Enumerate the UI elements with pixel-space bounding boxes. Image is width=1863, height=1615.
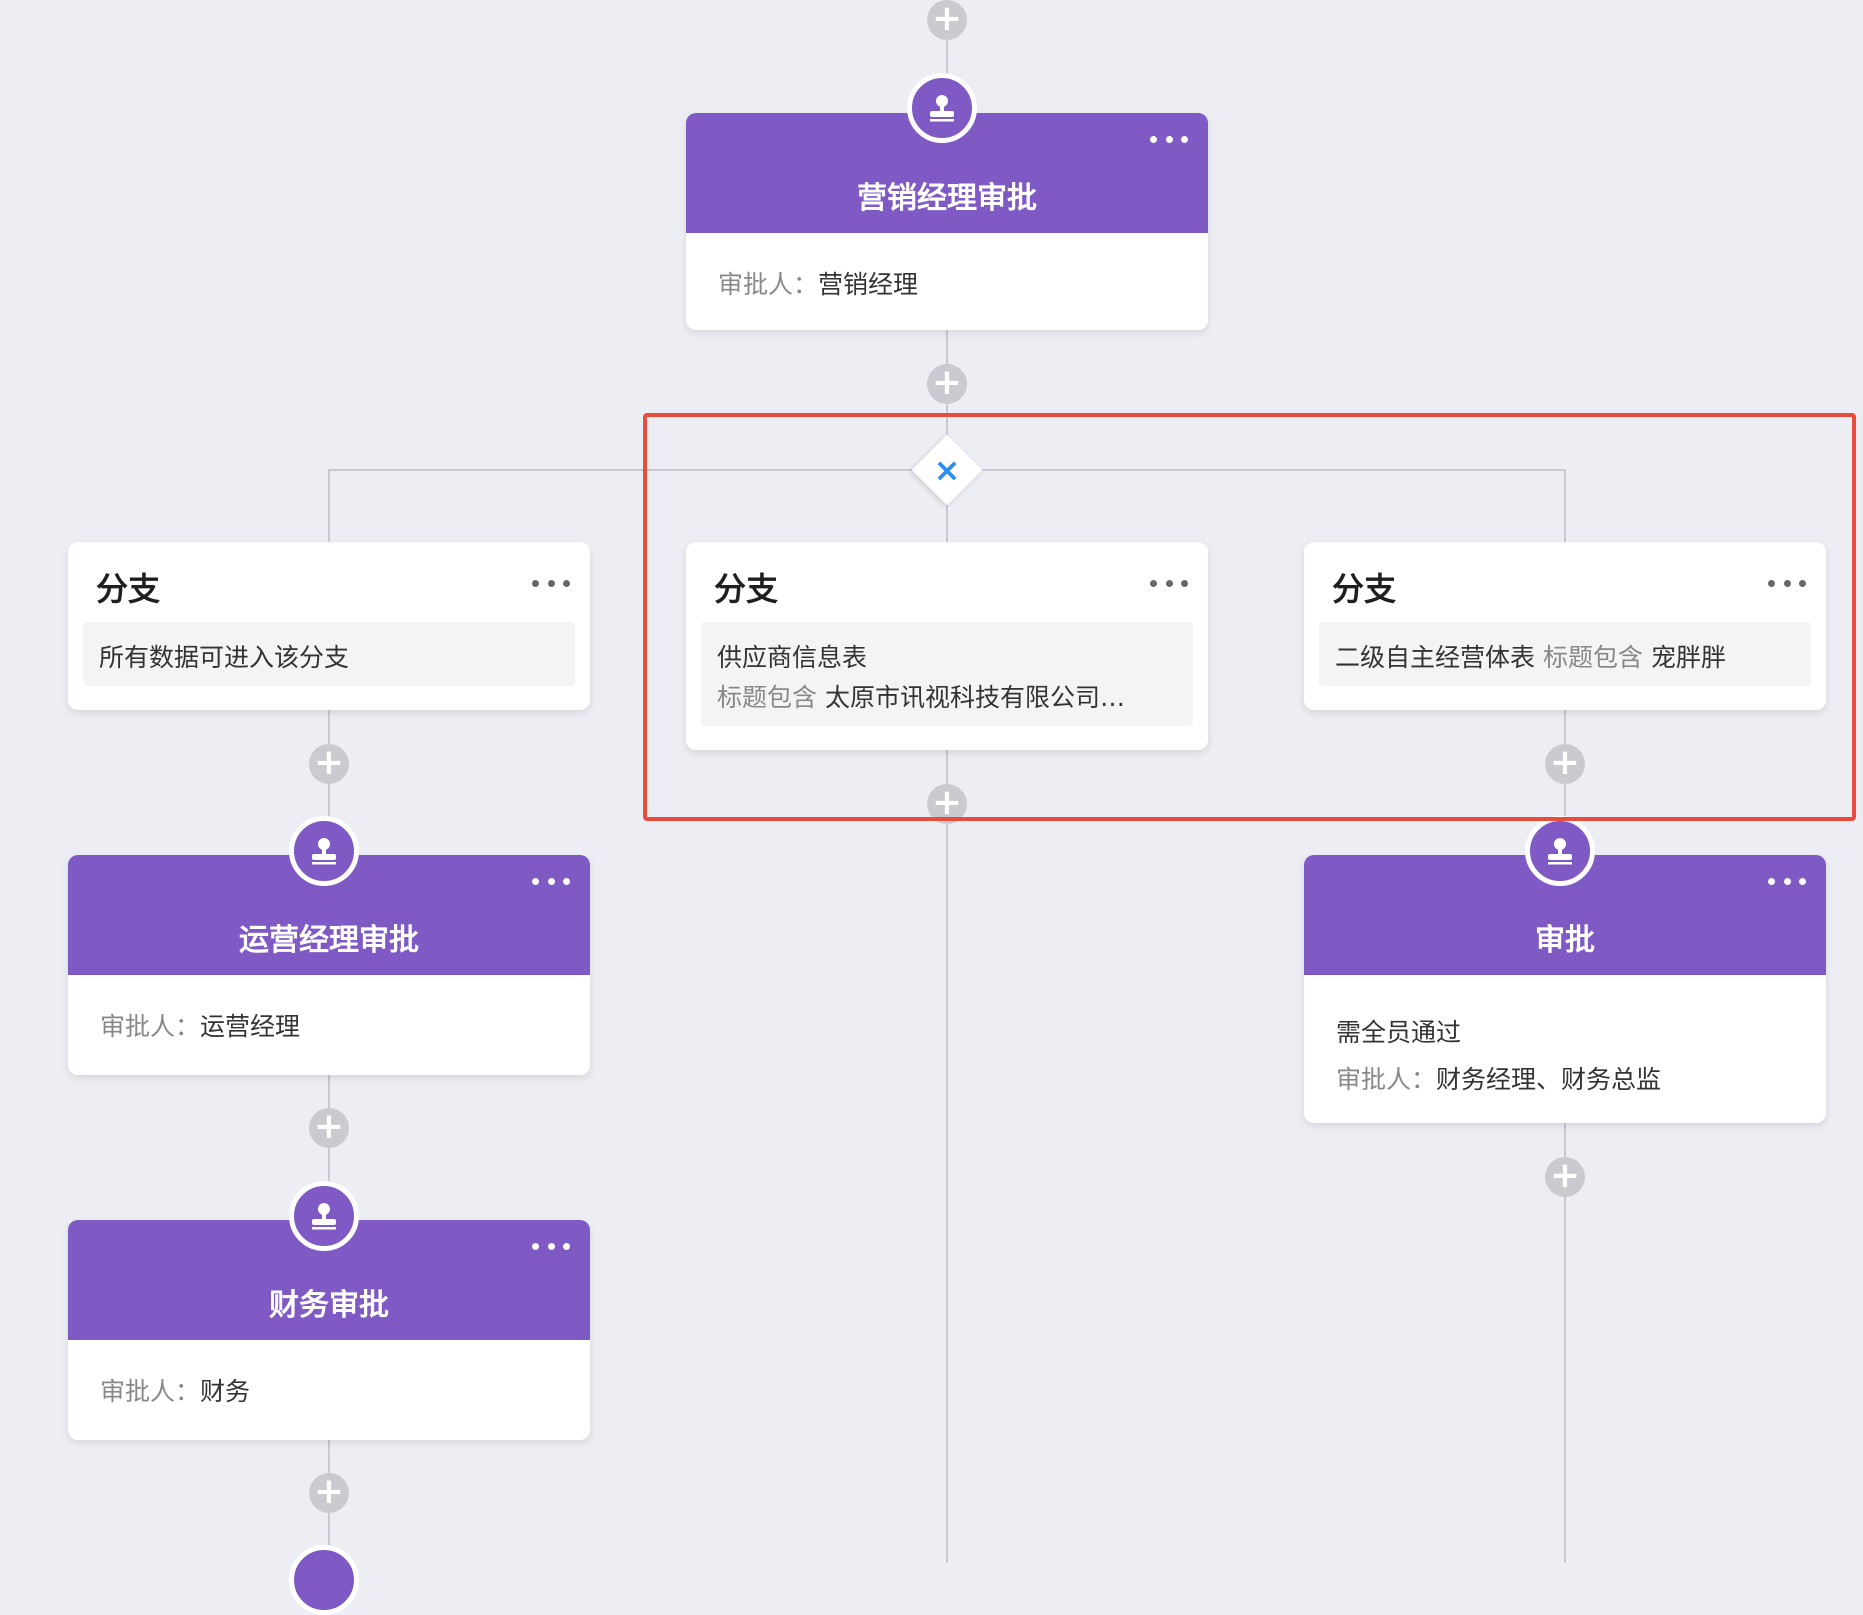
approver-label: 审批人： xyxy=(100,1377,201,1406)
add-node-button[interactable]: + xyxy=(927,364,967,404)
approval-node-marketing[interactable]: 营销经理审批 审批人：营销经理 xyxy=(686,113,1208,330)
more-options-icon[interactable] xyxy=(532,871,570,891)
condition-label: 标题包含 xyxy=(717,683,818,712)
condition-value: 太原市讯视科技有限公司… xyxy=(824,683,1125,712)
add-node-button[interactable]: + xyxy=(309,1108,349,1148)
approver-label: 审批人： xyxy=(1336,1065,1437,1094)
approver-label: 审批人： xyxy=(100,1012,201,1041)
condition-text: 所有数据可进入该分支 xyxy=(99,643,350,672)
approver-row: 审批人：运营经理 xyxy=(100,1007,300,1043)
condition-value: 宠胖胖 xyxy=(1650,643,1726,672)
node-title: 运营经理审批 xyxy=(239,923,419,958)
add-node-button[interactable]: + xyxy=(309,744,349,784)
branch-card-1[interactable]: 分支 所有数据可进入该分支 xyxy=(68,542,590,710)
condition-box: 二级自主经营体表 标题包含 宠胖胖 xyxy=(1319,622,1811,686)
more-options-icon[interactable] xyxy=(1768,871,1806,891)
more-options-icon[interactable] xyxy=(1150,129,1188,149)
condition-rule: 标题包含 太原市讯视科技有限公司… xyxy=(717,678,1125,714)
approver-value: 运营经理 xyxy=(200,1012,301,1041)
more-options-icon[interactable] xyxy=(1150,573,1188,593)
node-title: 财务审批 xyxy=(269,1288,389,1323)
condition-form: 二级自主经营体表 xyxy=(1335,643,1536,672)
approver-value: 营销经理 xyxy=(818,270,919,299)
workflow-canvas: + + + + + + + + 营销经理审批 审批人：营销经理 × 分支 所有数… xyxy=(68,0,1856,1615)
more-options-icon[interactable] xyxy=(532,1236,570,1256)
approver-label: 审批人： xyxy=(718,270,819,299)
add-node-button[interactable]: + xyxy=(309,1473,349,1513)
condition-rule: 二级自主经营体表 标题包含 宠胖胖 xyxy=(1335,638,1726,674)
approver-value: 财务 xyxy=(200,1377,251,1406)
connector-line xyxy=(946,750,948,1563)
connector-line xyxy=(328,469,330,542)
approval-rule: 需全员通过 xyxy=(1336,1018,1462,1047)
connector-line xyxy=(946,0,948,113)
node-title: 审批 xyxy=(1535,923,1595,958)
stamp-icon xyxy=(289,816,359,886)
connector-line xyxy=(1564,469,1566,542)
approver-row: 审批人：财务 xyxy=(100,1372,250,1408)
add-node-button[interactable]: + xyxy=(1545,744,1585,784)
approval-node-right[interactable]: 审批 需全员通过 审批人：财务经理、财务总监 xyxy=(1304,855,1826,1123)
approval-node-finance[interactable]: 财务审批 审批人：财务 xyxy=(68,1220,590,1440)
selection-highlight xyxy=(643,413,1856,821)
condition-box: 供应商信息表 标题包含 太原市讯视科技有限公司… xyxy=(701,622,1193,726)
approver-row: 审批人：财务经理、财务总监 xyxy=(1336,1060,1661,1096)
condition-form: 供应商信息表 xyxy=(717,643,868,672)
close-x-icon[interactable]: × xyxy=(933,451,961,489)
node-title: 营销经理审批 xyxy=(857,181,1037,216)
approver-row: 审批人：营销经理 xyxy=(718,265,918,301)
branch-title: 分支 xyxy=(96,570,161,608)
add-node-button[interactable]: + xyxy=(927,0,967,40)
connector-line xyxy=(1564,1123,1566,1563)
node-header: 运营经理审批 xyxy=(68,855,590,975)
stamp-icon xyxy=(907,73,977,143)
branch-card-2[interactable]: 分支 供应商信息表 标题包含 太原市讯视科技有限公司… xyxy=(686,542,1208,750)
add-node-button[interactable]: + xyxy=(1545,1157,1585,1197)
condition-box: 所有数据可进入该分支 xyxy=(83,622,575,686)
branch-card-3[interactable]: 分支 二级自主经营体表 标题包含 宠胖胖 xyxy=(1304,542,1826,710)
approval-node-ops[interactable]: 运营经理审批 审批人：运营经理 xyxy=(68,855,590,1075)
approver-value: 财务经理、财务总监 xyxy=(1436,1065,1662,1094)
more-options-icon[interactable] xyxy=(532,573,570,593)
branch-title: 分支 xyxy=(714,570,779,608)
condition-label: 标题包含 xyxy=(1542,643,1643,672)
stamp-icon xyxy=(289,1545,359,1615)
more-options-icon[interactable] xyxy=(1768,573,1806,593)
branch-title: 分支 xyxy=(1332,570,1397,608)
stamp-icon xyxy=(289,1181,359,1251)
stamp-icon xyxy=(1525,816,1595,886)
